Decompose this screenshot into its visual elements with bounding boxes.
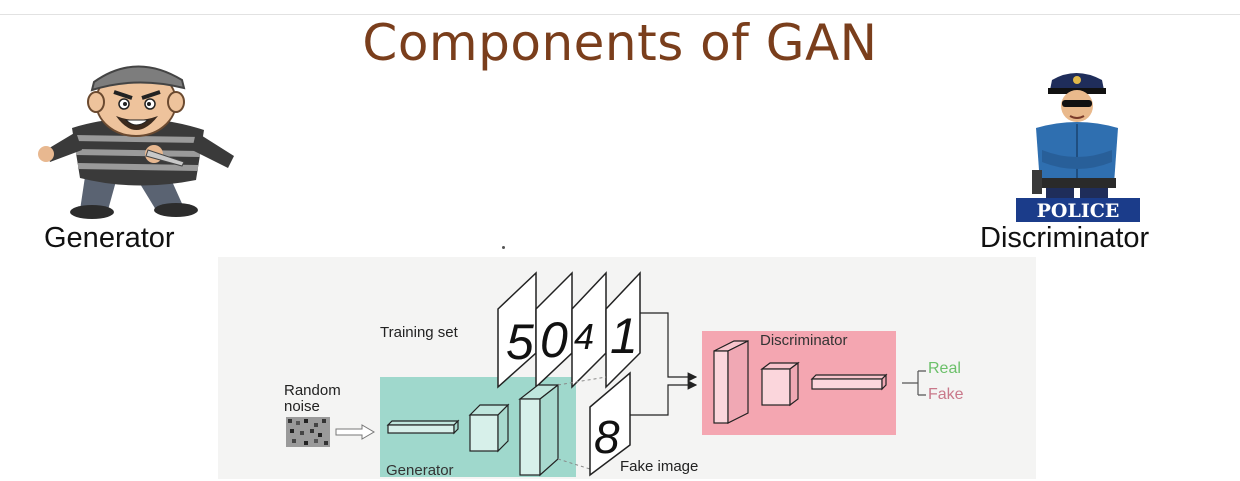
discriminator-label: Discriminator bbox=[760, 332, 848, 349]
training-digit-2: 0 bbox=[540, 312, 568, 368]
training-digit-4: 1 bbox=[610, 308, 638, 364]
random-noise-label-line1: Random bbox=[284, 382, 341, 399]
training-set-images bbox=[497, 271, 641, 389]
fake-image-card bbox=[589, 371, 631, 477]
robber-icon bbox=[38, 65, 234, 219]
noise-image bbox=[286, 417, 330, 447]
real-label: Real bbox=[928, 360, 961, 377]
random-noise-label-line2: noise bbox=[284, 398, 320, 415]
training-set-label: Training set bbox=[380, 324, 459, 341]
top-divider bbox=[0, 14, 1240, 15]
fake-image-label: Fake image bbox=[620, 458, 698, 475]
discriminator-layers bbox=[713, 340, 888, 424]
page-title: Components of GAN bbox=[362, 14, 878, 72]
training-connector bbox=[640, 312, 698, 382]
fake-digit: 8 bbox=[594, 411, 620, 463]
stray-dot bbox=[502, 246, 505, 249]
fake-connector bbox=[630, 380, 698, 416]
noise-arrow bbox=[335, 424, 375, 440]
generator-label: Generator bbox=[386, 462, 454, 479]
generator-caption: Generator bbox=[44, 222, 175, 254]
police-officer-icon: POLICE bbox=[1016, 73, 1140, 222]
discriminator-caption: Discriminator bbox=[980, 222, 1150, 254]
fake-label: Fake bbox=[928, 386, 964, 403]
training-digit-1: 5 bbox=[506, 314, 534, 370]
output-bracket bbox=[902, 370, 926, 396]
gan-architecture-diagram: Generator Discriminator Training set 5 0… bbox=[218, 257, 1036, 479]
police-badge-text: POLICE bbox=[1037, 200, 1120, 222]
training-digit-3: 4 bbox=[574, 316, 594, 357]
